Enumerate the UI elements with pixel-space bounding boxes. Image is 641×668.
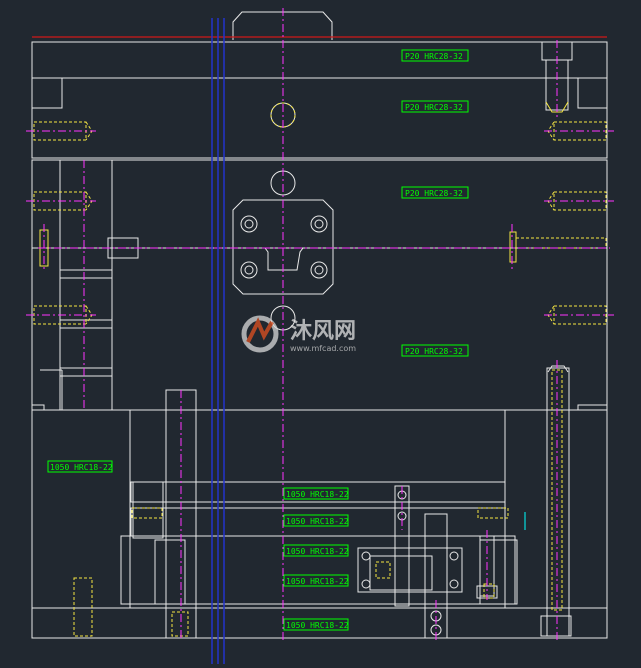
- material-label: 1050 HRC18-22: [283, 487, 349, 500]
- material-label: P20 HRC28-32: [401, 344, 469, 357]
- guide-lines: [211, 18, 225, 664]
- svg-text:P20 HRC28-32: P20 HRC28-32: [405, 103, 463, 112]
- svg-text:1050 HRC18-22: 1050 HRC18-22: [286, 517, 349, 526]
- svg-text:P20 HRC28-32: P20 HRC28-32: [405, 189, 463, 198]
- centerlines: [26, 8, 614, 640]
- material-label: 1050 HRC18-22: [283, 514, 349, 527]
- watermark-title: 沐风网: [290, 319, 356, 344]
- svg-text:1050 HRC18-22: 1050 HRC18-22: [286, 547, 349, 556]
- svg-text:P20 HRC28-32: P20 HRC28-32: [405, 347, 463, 356]
- material-labels: P20 HRC28-32 P20 HRC28-32 P20 HRC28-32 P…: [47, 49, 469, 631]
- svg-text:1050 HRC18-22: 1050 HRC18-22: [286, 490, 349, 499]
- svg-text:1050 HRC18-22: 1050 HRC18-22: [286, 577, 349, 586]
- mfcad-logo-icon: [241, 315, 279, 353]
- material-label: P20 HRC28-32: [401, 49, 469, 62]
- material-label: P20 HRC28-32: [401, 186, 469, 199]
- svg-text:1050 HRC18-22: 1050 HRC18-22: [50, 463, 113, 472]
- watermark-url: www.mfcad.com: [290, 344, 356, 353]
- material-label: 1050 HRC18-22: [283, 544, 349, 557]
- material-label: 1050 HRC18-22: [283, 618, 349, 631]
- material-label: 1050 HRC18-22: [47, 460, 113, 473]
- material-label: P20 HRC28-32: [401, 100, 469, 113]
- svg-text:1050 HRC18-22: 1050 HRC18-22: [286, 621, 349, 630]
- svg-text:P20 HRC28-32: P20 HRC28-32: [405, 52, 463, 61]
- watermark: 沐风网 www.mfcad.com: [241, 315, 356, 353]
- mold-plates: [31, 41, 608, 639]
- material-label: 1050 HRC18-22: [283, 574, 349, 587]
